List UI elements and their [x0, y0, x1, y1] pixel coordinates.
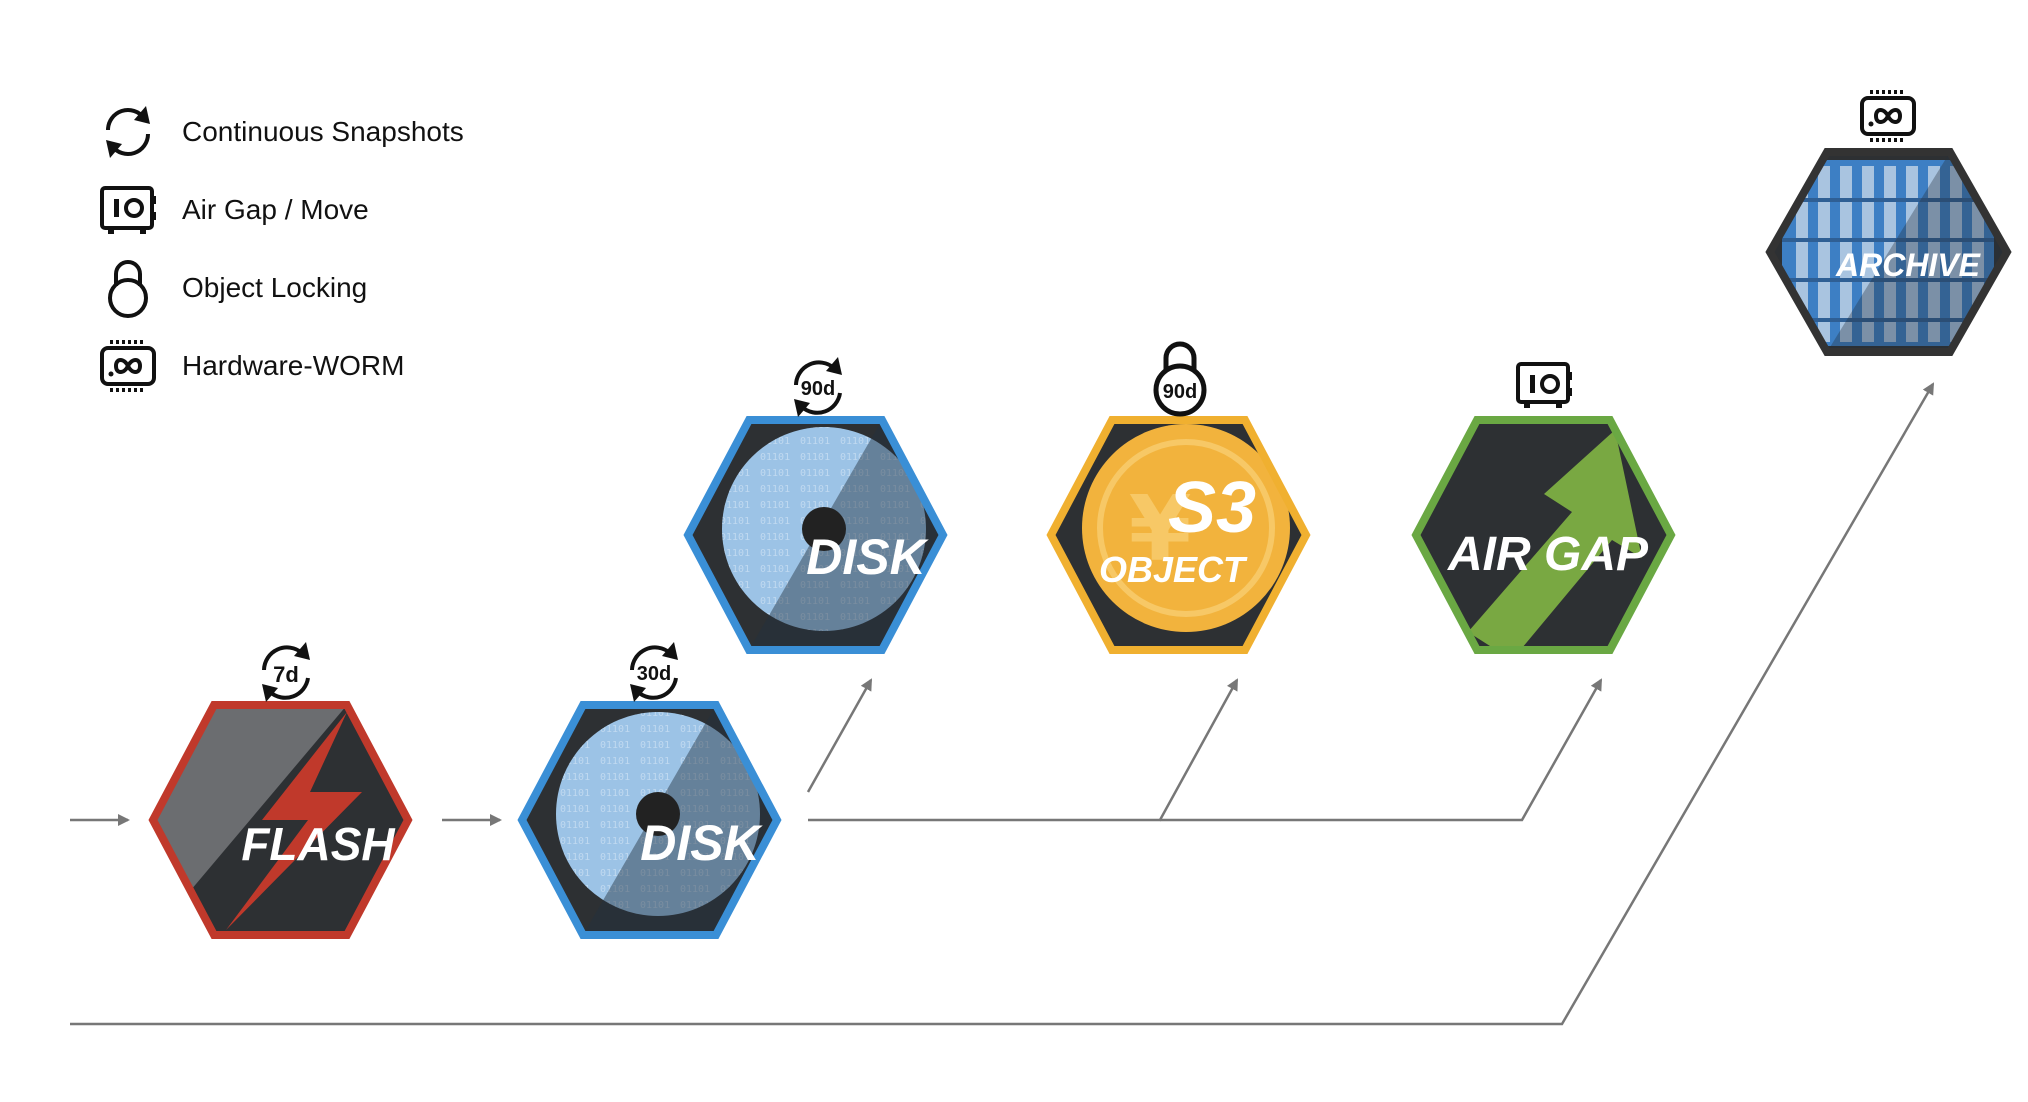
tape-rack-icon: [1782, 160, 1994, 346]
connectors: [70, 382, 1935, 1026]
airgap-safe-badge: [1516, 362, 1572, 408]
legend-item-worm: Hardware-WORM: [96, 334, 404, 398]
s3-badge-text: 90d: [1163, 381, 1197, 403]
tier-disk-30d: DISK: [517, 701, 782, 939]
disk-to-s3-arrow: [808, 678, 1239, 822]
disk1-snapshot-badge: 30d: [630, 642, 678, 702]
safe-icon: [1516, 362, 1572, 408]
snapshot-icon: [106, 106, 150, 158]
worm-chip-icon: [1860, 90, 1916, 142]
disk-to-airgap-arrow: [1160, 678, 1603, 822]
disk1-badge-text: 30d: [637, 663, 671, 685]
legend-label: Hardware-WORM: [182, 350, 405, 381]
snapshot-icon: [794, 357, 842, 417]
tier-air-gap: AIR GAP: [1411, 416, 1676, 654]
s3-hex-border: [1046, 416, 1311, 654]
legend-item-airgap: Air Gap / Move: [96, 178, 369, 242]
disk-spindle-icon: [636, 792, 680, 836]
legend-item-locking: Object Locking: [96, 256, 367, 320]
bottom-to-archive-arrow: [70, 382, 1935, 1026]
lock-icon: [1153, 341, 1207, 417]
archive-label: ARCHIVE: [1835, 247, 1982, 283]
s3-label: S3: [1168, 468, 1256, 548]
tier-s3-object: ¥ S3 OBJECT: [1046, 416, 1311, 654]
lock-icon: [108, 260, 148, 318]
legend-label: Object Locking: [182, 272, 368, 303]
disk-to-disk-arrow: [806, 678, 873, 793]
disk2-badge-text: 90d: [801, 378, 835, 400]
archive-worm-badge: [1860, 90, 1916, 142]
legend-label: Continuous Snapshots: [182, 116, 464, 147]
tier-disk-90d: DISK: [683, 416, 948, 654]
legend-label: Air Gap / Move: [182, 194, 369, 225]
airgap-label: AIR GAP: [1447, 528, 1649, 581]
disk-spindle-icon: [802, 507, 846, 551]
safe-icon: [100, 186, 156, 234]
worm-chip-icon: [100, 340, 156, 392]
s3-lock-badge: 90d: [1153, 341, 1207, 417]
disk2-snapshot-badge: 90d: [794, 357, 842, 417]
coin-icon: [1082, 424, 1290, 632]
flash-label: FLASH: [241, 818, 395, 870]
legend-item-snapshots: Continuous Snapshots: [96, 100, 464, 164]
flash-snapshot-badge: 7d: [262, 642, 310, 702]
snapshot-icon: [630, 642, 678, 702]
disk2-hex-border: [683, 416, 948, 654]
airgap-hex-border: [1411, 416, 1676, 654]
disk1-label: DISK: [640, 815, 763, 871]
up-arrow-icon: [1468, 430, 1642, 650]
tier-flash: FLASH: [148, 701, 413, 939]
snapshot-icon: [262, 642, 310, 702]
disk1-hex-border: [517, 701, 782, 939]
disk2-label: DISK: [806, 529, 929, 585]
svg-text:¥: ¥: [1129, 477, 1192, 582]
s3-object-label: OBJECT: [1099, 549, 1248, 590]
archive-hex-border: [1765, 148, 2012, 356]
flash-badge-text: 7d: [273, 662, 299, 687]
tier-archive: ARCHIVE: [1765, 148, 2012, 356]
flash-hex-border: [148, 701, 413, 939]
